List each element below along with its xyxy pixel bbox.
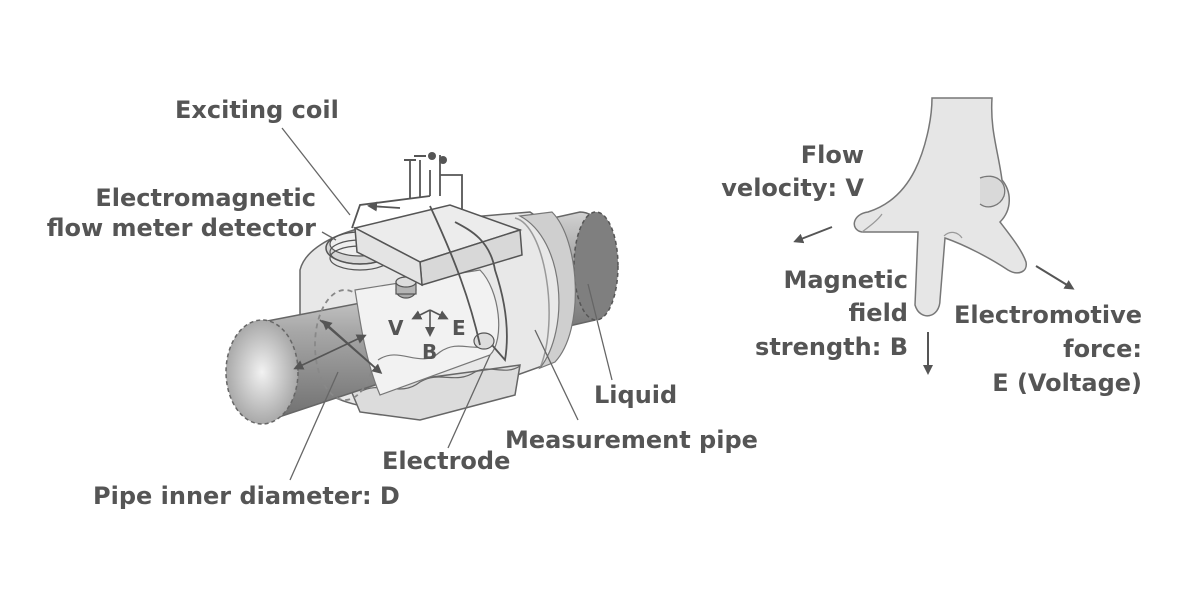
magnetic-field-label-line3: strength: B [755,333,908,361]
electrode-label: Electrode [382,447,511,475]
exciting-coil-label: Exciting coil [175,96,339,124]
liquid-label: Liquid [594,381,678,409]
measurement-pipe-label: Measurement pipe [505,426,758,454]
terminal-symbols [404,152,447,164]
detector-label-line2: flow meter detector [46,214,316,242]
detector-block [352,204,523,287]
flow-meter-illustration [225,127,619,481]
emf-label-line3: E (Voltage) [992,369,1142,397]
coil-wires [351,155,508,363]
hand-rule-illustration [793,97,1075,375]
magnetic-field-label-line2: field [848,299,908,327]
pipe-inner-diameter-label: Pipe inner diameter: D [93,482,400,510]
detector-label-line1: Electromagnetic [95,184,316,212]
flow-velocity-label-line2: velocity: V [721,174,864,202]
hand-arrows [793,226,1075,375]
diameter-arrows [293,319,383,374]
magnetic-field-label-line1: Magnetic [783,266,908,294]
leader-lines [281,127,613,481]
flow-velocity-label-line1: Flow [800,141,864,169]
vbe-vectors [411,309,449,337]
vector-v-label: V [388,316,404,340]
vector-e-label: E [452,316,466,340]
vector-b-label: B [422,340,438,364]
emf-label-line2: force: [1063,335,1142,363]
hand-shape [853,97,1027,317]
emf-label-line1: Electromotive [953,301,1142,329]
